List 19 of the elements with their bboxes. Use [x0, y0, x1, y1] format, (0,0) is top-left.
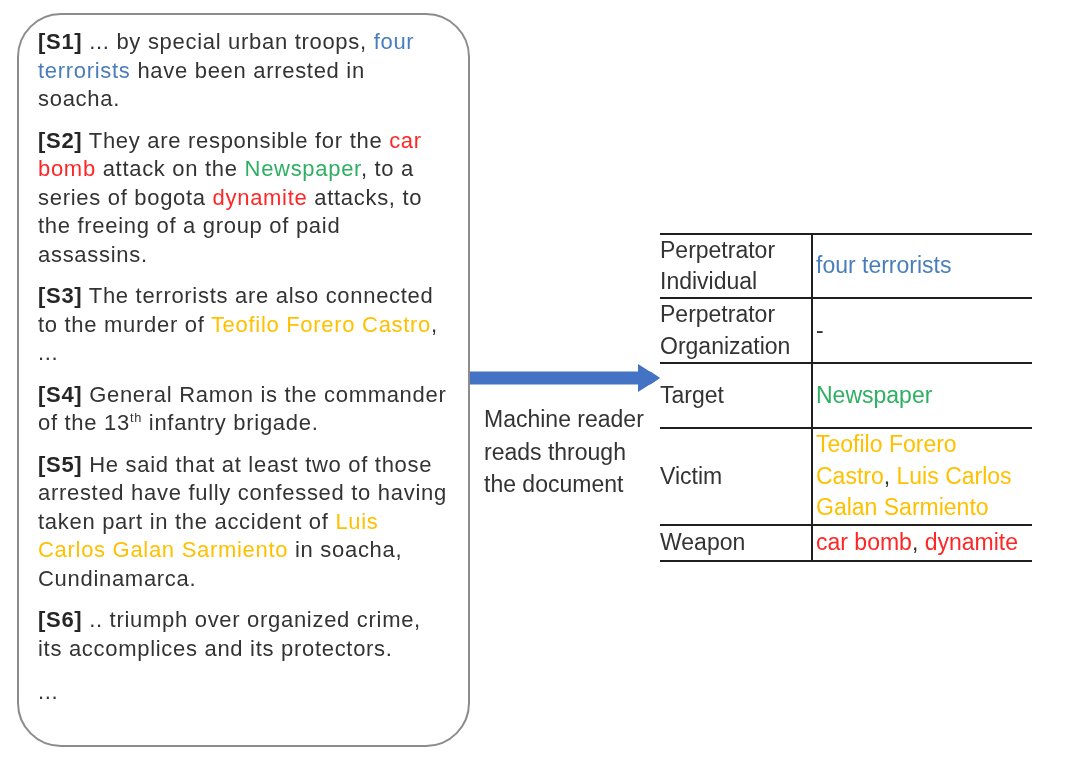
slot-label: Target [660, 364, 813, 429]
sentence-text: [S6] .. triumph over organized crime, its accomplices and its protectors. [38, 606, 422, 663]
slot-label: Perpetrator Organization [660, 299, 813, 364]
sentence-text: [S2] They are responsible for the car bomb attack on the Newspaper, to a series of bogota dynamite attacks, to the freeing of a group of paid assassins. [38, 126, 424, 269]
arrow [470, 364, 660, 392]
slot-label: Perpetrator Individual [660, 235, 813, 299]
slot-value: Teofilo Forero Castro, Luis Carlos Galan Sarmiento [813, 429, 1032, 526]
slot-label: Weapon [660, 526, 813, 562]
slot-value: - [813, 299, 1032, 364]
ellipsis-text: ... [38, 678, 60, 706]
sentence-text: [S4] General Ramon is the commander of the 13$^{th}$ infantry brigade. [38, 380, 447, 437]
sentence-text: [S5] He said that at least two of those arrested have fully confessed to having taken part in the accident of Luis Carlos Galan Sarmiento in soacha, Cundinamarca. [38, 450, 447, 593]
document-box [17, 13, 470, 747]
slot-value: Newspaper [813, 364, 1032, 429]
slot-value: four terrorists [813, 235, 1032, 299]
sentence-text: [S3] The terrorists are also connected to the murder of Teofilo Forero Castro, ... [38, 282, 439, 367]
sentence-text: [S1] ... by special urban troops, four terrorists have been arrested in soacha. [38, 28, 416, 113]
slot-value: car bomb, dynamite [813, 526, 1032, 562]
slot-label: Victim [660, 429, 813, 526]
